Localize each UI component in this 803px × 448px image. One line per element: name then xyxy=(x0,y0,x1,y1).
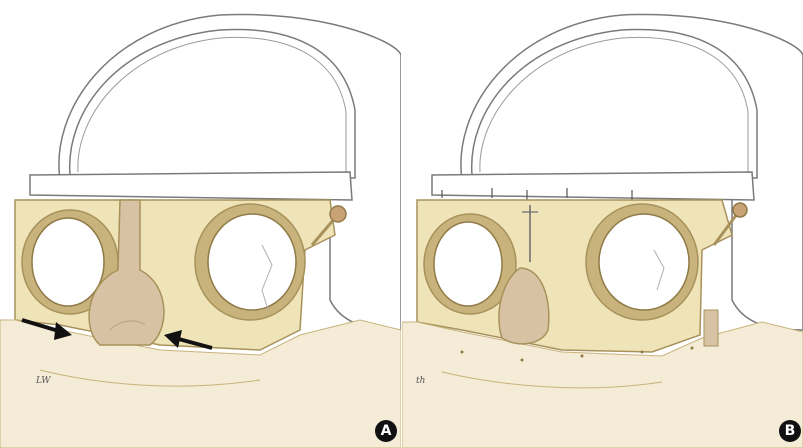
panel-b: th B xyxy=(402,0,803,448)
artist-mark-a: LW xyxy=(36,376,50,386)
zygomatic-marker xyxy=(733,203,747,217)
left-orbit xyxy=(32,218,104,306)
panel-label-a: A xyxy=(375,420,397,442)
frontal-bone-flap xyxy=(472,29,757,178)
supraorbital-band xyxy=(30,172,352,200)
skull-illustration-b xyxy=(402,0,803,448)
panel-label-b: B xyxy=(779,420,801,442)
supraorbital-band xyxy=(432,172,754,200)
skull-illustration-a xyxy=(0,0,401,448)
left-orbit xyxy=(434,222,502,306)
right-orbit xyxy=(599,214,689,310)
panel-a: LW A xyxy=(0,0,401,448)
right-orbit xyxy=(208,214,296,310)
zygomatic-marker xyxy=(330,206,346,222)
maxillary-segment xyxy=(704,310,718,346)
artist-mark-b: th xyxy=(416,376,425,386)
frontal-bone-flap xyxy=(70,29,355,178)
